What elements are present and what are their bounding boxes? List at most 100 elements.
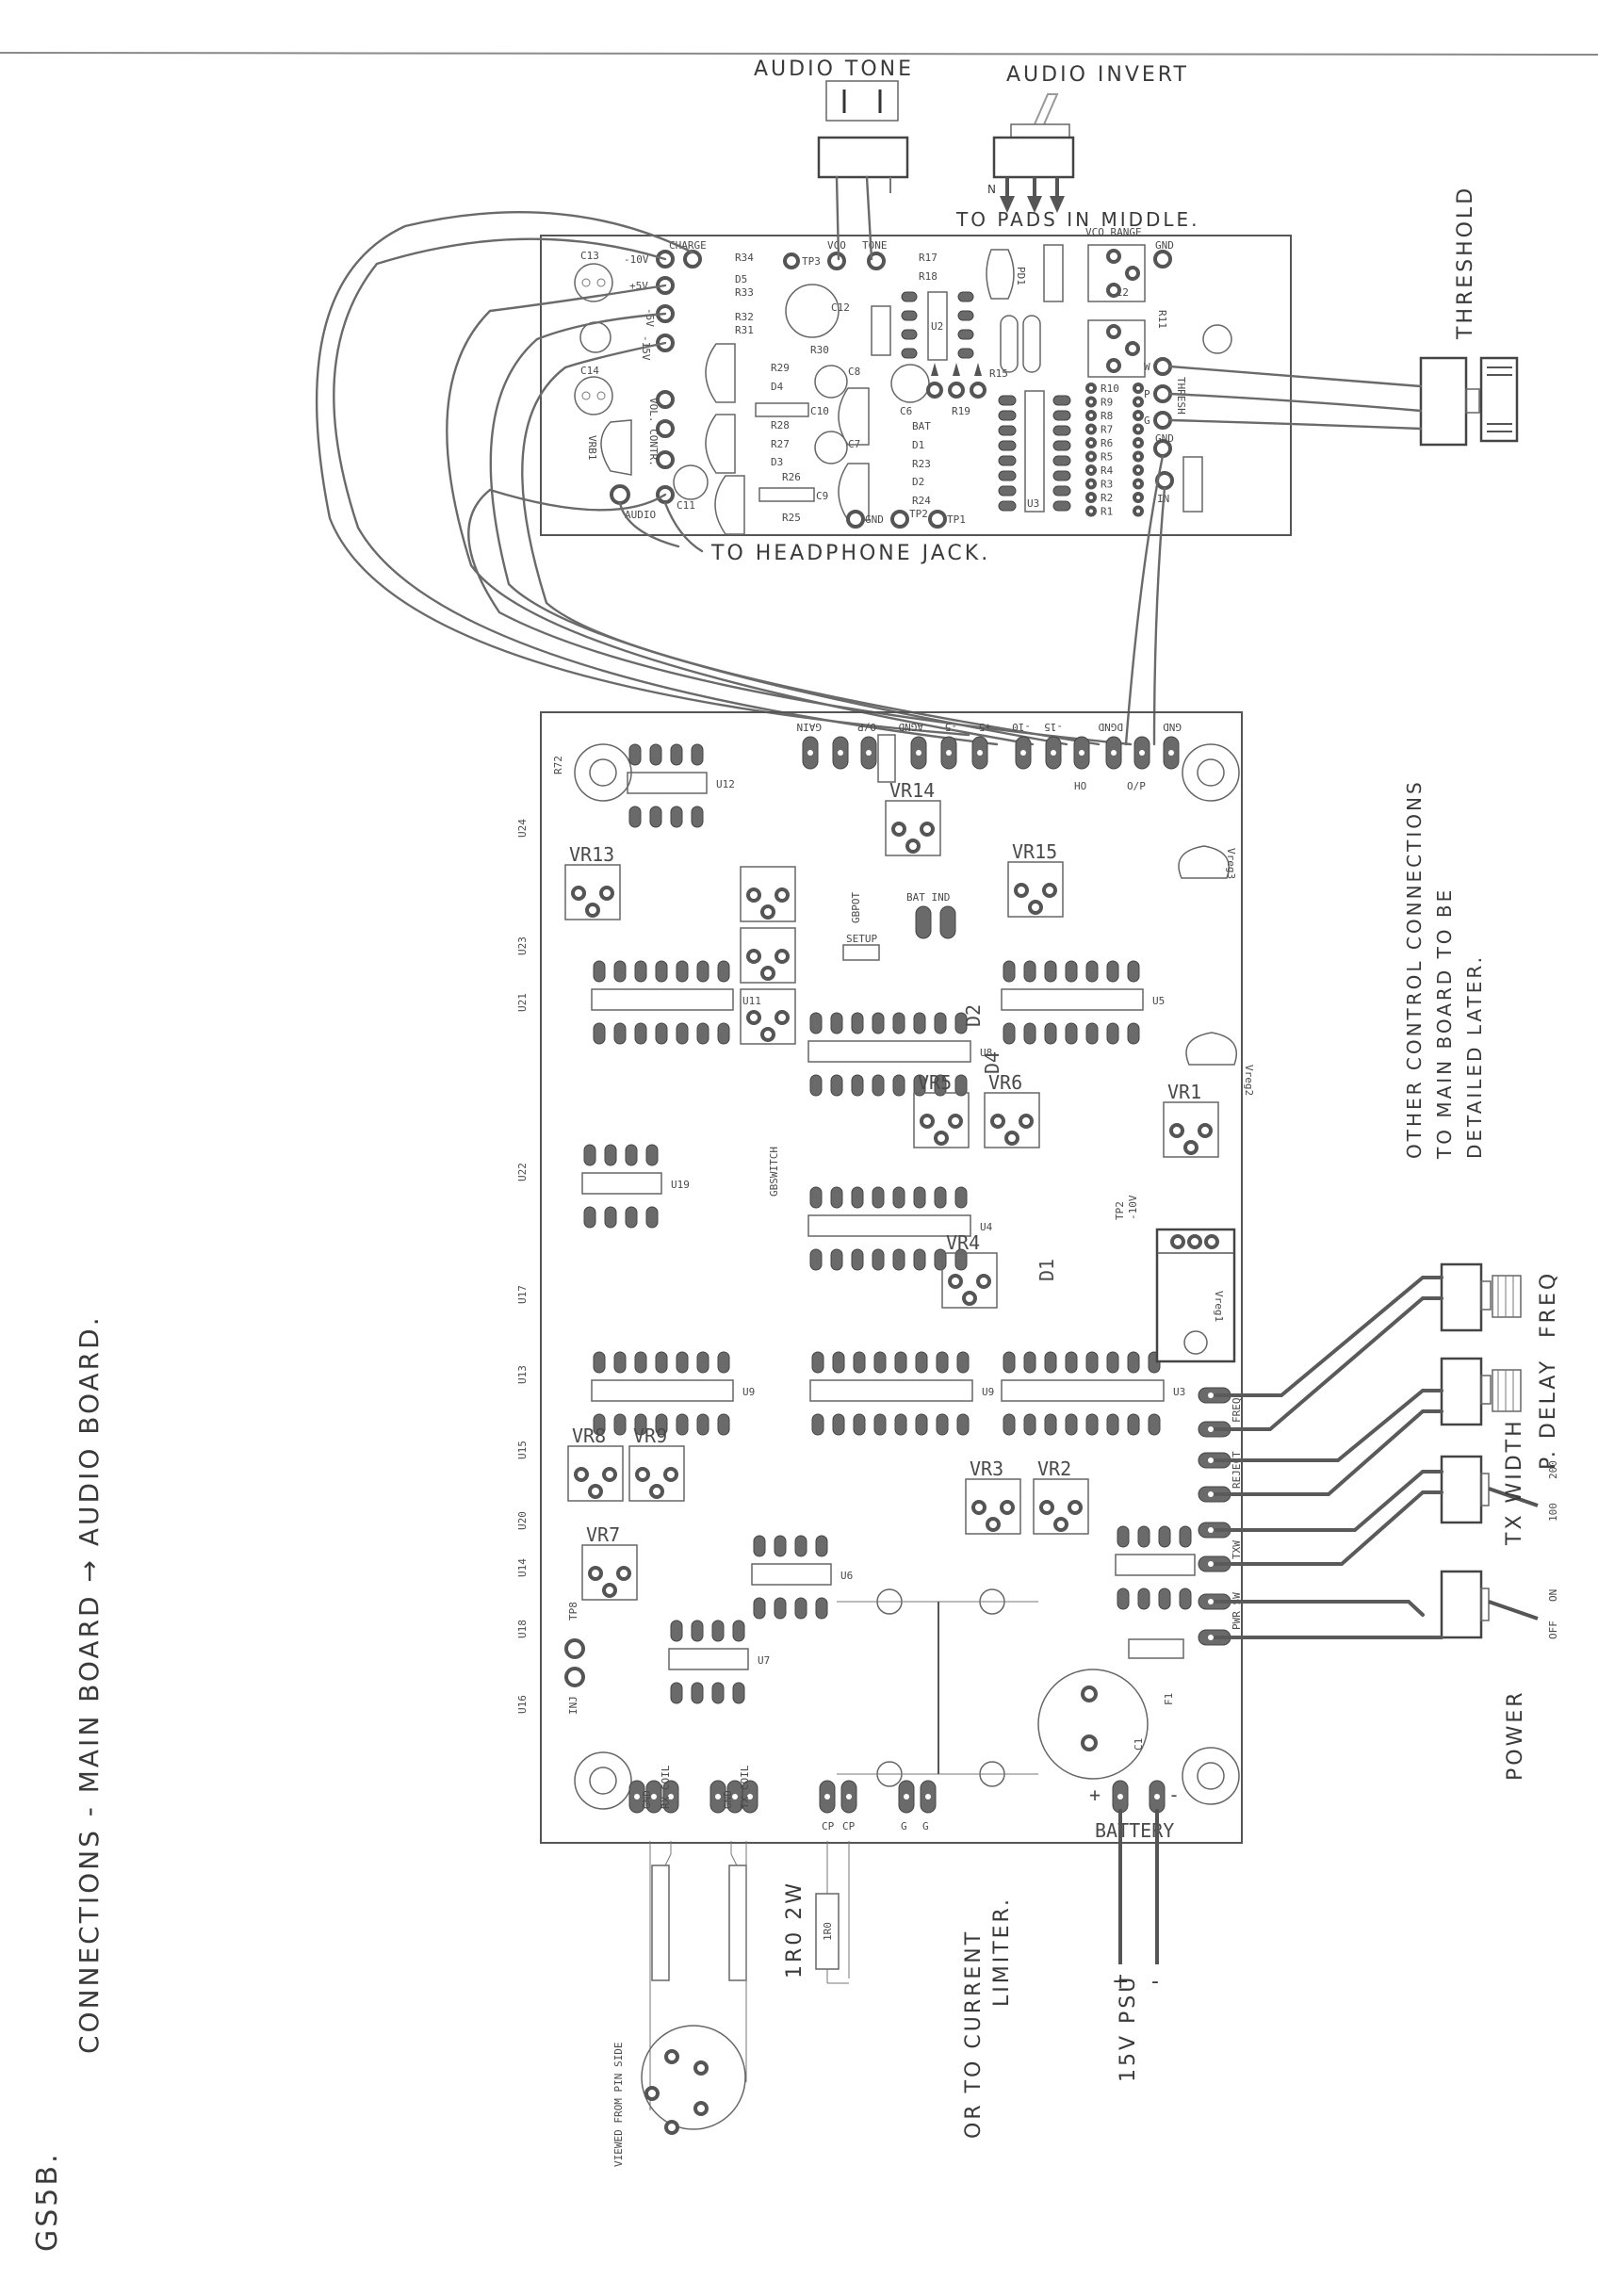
trimmer-pot[interactable] [567,1445,624,1502]
ic-pin [696,960,709,983]
label-c8: C8 [848,366,860,378]
wire-gnd-to-main [1124,454,1165,746]
pad-vol-3[interactable] [656,450,675,469]
label-freq: FREQ [1537,1271,1560,1338]
ic-pin [717,1022,730,1045]
cap-c13 [574,263,613,302]
cable-rx [651,1864,670,1981]
side-label: U20 [516,1511,529,1530]
ic-pin [998,500,1017,512]
pad-charge[interactable] [683,250,702,269]
trimmer-pot[interactable] [740,927,796,984]
label-r33: R33 [735,286,754,299]
ic-pin [1052,485,1071,497]
cap-c1 [1182,456,1203,513]
pad-thresh-w[interactable] [1153,357,1172,376]
label-r30: R30 [810,344,829,356]
ic-pin [583,1206,596,1229]
trimmer-pot[interactable] [1163,1101,1219,1158]
trimmer-pot[interactable] [581,1544,638,1601]
trimmer-pot[interactable] [740,866,796,922]
ic-body [627,772,708,794]
testpoint-tp8[interactable] [564,1638,585,1659]
tx-width-switch-body [1440,1455,1483,1524]
label-tp3: TP3 [802,255,821,268]
label-bottom-pad: GND [722,1790,734,1809]
label-vreg3: Vreg3 [1225,848,1237,879]
trimmer-pot[interactable] [1007,861,1064,918]
label-tp2-main: TP2 [1114,1201,1126,1220]
label-pin-w: W [1144,361,1150,373]
label-c13: C13 [580,250,599,262]
label-u2: U2 [931,320,943,333]
pad-vol-1[interactable] [656,390,675,409]
ic-pin [583,1144,596,1166]
current-limit-resistor: 1R0 1R0 2W OR TO CURRENT LIMITER. [783,1841,1014,2139]
label-d1: D1 [912,439,924,451]
testpoint-tp1[interactable] [928,510,947,529]
setup-jumper[interactable] [842,944,880,961]
label-r7: R7 [1101,424,1113,436]
middle-pad-1[interactable] [926,382,943,399]
cap-c1-main [1037,1669,1149,1780]
label-battery: BATTERY [1095,1819,1174,1842]
middle-pad-3[interactable] [970,382,987,399]
wire-thresh-w [1168,365,1423,388]
pad-gnd-audio[interactable] [846,510,865,529]
pad-audio-1[interactable] [610,484,630,505]
pad-vol-2[interactable] [656,419,675,438]
ic-pin [604,1206,617,1229]
ic-pin [774,1535,787,1557]
trimmer-pot[interactable] [913,1092,970,1148]
ic-pin [913,1012,926,1034]
mount-hole-br [1182,1747,1240,1805]
connector-5pin[interactable] [641,2025,746,2130]
testpoint-tp2[interactable] [890,510,909,529]
ic-pin [832,1351,845,1374]
trimmer-pot[interactable] [885,800,941,856]
trimmer-pot[interactable] [984,1092,1040,1148]
trimmer-pot[interactable] [628,1445,685,1502]
label-pin-g: G [1144,415,1150,427]
label-top-pad-15: -15 [1044,721,1063,733]
pad-thresh-p[interactable] [1153,384,1172,403]
ic-pin [645,1206,659,1229]
ic-pin [892,1074,905,1097]
ic-pin [830,1074,843,1097]
label-r10: R10 [1101,383,1119,395]
testpoint-tp3[interactable] [783,252,800,269]
pad-gnd-top[interactable] [1153,250,1172,269]
ic-pin [851,1248,864,1271]
ic-pin [1127,1413,1140,1436]
trimmer-pot[interactable] [965,1478,1021,1535]
other-controls-note: OTHER CONTROL CONNECTIONS TO MAIN BOARD … [1403,779,1486,1160]
label-r25: R25 [782,512,801,524]
middle-pad-2[interactable] [948,382,965,399]
pad-thresh-g[interactable] [1153,411,1172,430]
trimmer-pot[interactable] [564,864,621,920]
trimmer-pot[interactable] [941,1252,998,1309]
ic-pin [934,1074,947,1097]
label-d3: D3 [771,456,783,468]
ic-pin [676,1022,689,1045]
label-to-pads-in-middle: TO PADS IN MIDDLE. [955,208,1200,231]
ic-pin [913,1186,926,1209]
trimmer-pot[interactable] [740,988,796,1045]
transistor-q6 [714,475,745,535]
wire-pwr-1 [1214,1600,1425,1617]
label-trimmer: VR14 [889,779,935,802]
cap-c8b [1000,315,1019,373]
ic-pin [956,1351,970,1374]
side-label: U17 [516,1285,529,1304]
ic-body [591,988,734,1011]
testpoint-inj[interactable] [564,1667,585,1687]
freq-pot-knob [1492,1275,1522,1318]
ic-u3 [1024,390,1045,513]
label-c9: C9 [816,490,828,502]
trimmer-pot[interactable] [1033,1478,1089,1535]
pad-vco[interactable] [827,252,846,270]
wire-minus15v [521,341,1101,746]
label-tx-width: TX WIDTH [1503,1418,1526,1546]
